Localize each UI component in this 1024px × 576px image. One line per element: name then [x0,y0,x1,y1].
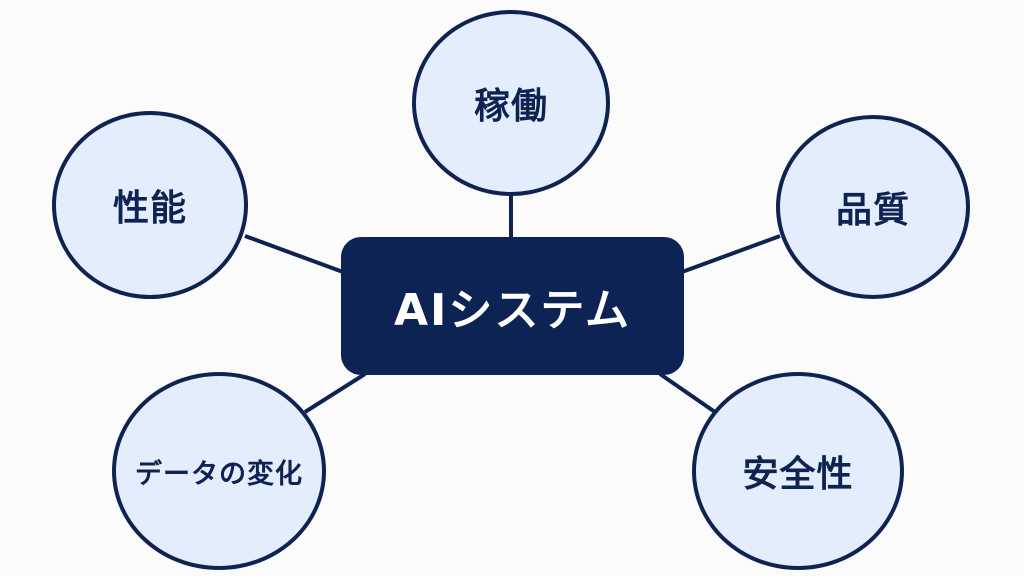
center-hub-label: AIシステム [393,285,632,336]
node-kadou: 稼働 [412,10,610,196]
connector-data [303,372,367,414]
node-hinshitsu-label: 品質 [835,190,910,231]
node-kadou-label: 稼働 [473,86,548,127]
node-data-change: データの変化 [112,372,326,570]
node-hinshitsu: 品質 [776,115,970,299]
node-seino: 性能 [52,111,248,299]
connector-seino [244,234,344,274]
node-anzen: 安全性 [692,372,904,570]
node-data-change-label: データの変化 [135,458,303,490]
node-anzen-label: 安全性 [742,454,854,495]
center-hub: AIシステム [341,237,684,375]
connector-anzen [658,372,717,414]
connector-hinshitsu [681,234,781,274]
node-seino-label: 性能 [112,188,187,229]
